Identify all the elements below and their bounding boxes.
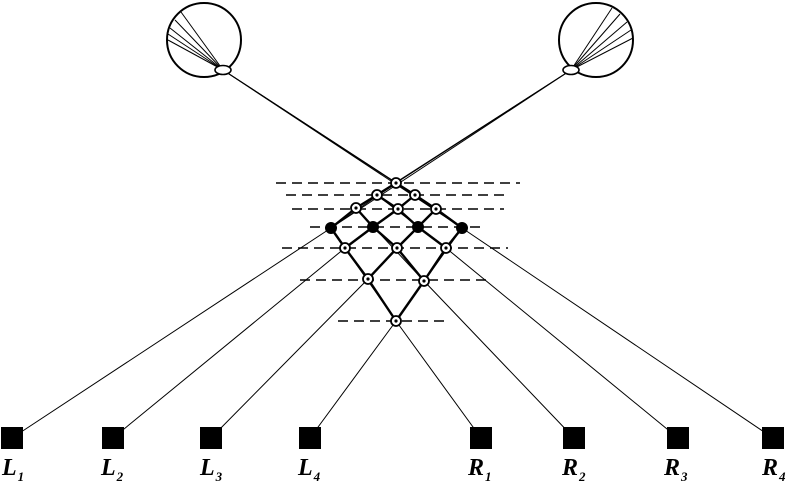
retina-ray xyxy=(167,33,224,71)
lens xyxy=(562,64,580,76)
label-R2: R2 xyxy=(562,455,586,484)
right-sight-line xyxy=(330,69,572,439)
false-match-node-core xyxy=(375,193,379,197)
target-square xyxy=(667,427,689,449)
false-match-node-core xyxy=(366,277,370,281)
false-match-node-core xyxy=(422,279,426,283)
target-markers xyxy=(1,427,784,449)
label-R1: R1 xyxy=(468,455,492,484)
false-match-node-core xyxy=(394,319,398,323)
retina-ray xyxy=(169,27,224,71)
false-match-node-core xyxy=(394,181,398,185)
target-square xyxy=(102,427,124,449)
target-square xyxy=(563,427,585,449)
false-match-node-core xyxy=(444,246,448,250)
left-sight-line xyxy=(222,69,463,439)
true-match-node xyxy=(456,222,468,234)
label-R3: R3 xyxy=(664,455,688,484)
target-square xyxy=(470,427,492,449)
lens xyxy=(214,64,232,76)
lattice-edge xyxy=(367,247,398,280)
retina-ray xyxy=(570,13,621,71)
retina-ray xyxy=(174,19,224,71)
true-match-node xyxy=(367,221,379,233)
lattice-edge xyxy=(367,278,397,322)
eyeball xyxy=(558,2,634,78)
retina-ray xyxy=(570,29,632,71)
false-match-node-core xyxy=(413,193,417,197)
retina-ray xyxy=(570,37,634,71)
lattice-edge xyxy=(396,247,425,282)
right-eye xyxy=(558,2,634,78)
right-sight-line xyxy=(355,69,575,439)
false-match-node-core xyxy=(434,207,438,211)
label-L1: L1 xyxy=(2,455,25,484)
label-L2: L2 xyxy=(101,455,124,484)
retina-ray xyxy=(167,39,224,71)
retina-ray xyxy=(570,21,628,71)
label-L3: L3 xyxy=(200,455,223,484)
lattice-edge xyxy=(344,247,369,280)
label-L4: L4 xyxy=(298,455,321,484)
retina-ray xyxy=(570,7,613,71)
false-match-node-core xyxy=(343,246,347,250)
eyes xyxy=(166,2,634,78)
target-square xyxy=(299,427,321,449)
left-sight-line xyxy=(112,69,416,439)
match-nodes xyxy=(325,177,468,327)
target-square xyxy=(762,427,784,449)
target-square xyxy=(1,427,23,449)
true-match-node xyxy=(325,222,337,234)
right-sight-line xyxy=(376,69,679,439)
lattice-edge xyxy=(423,247,447,282)
false-match-node-core xyxy=(354,206,358,210)
false-match-node-core xyxy=(396,207,400,211)
label-R4: R4 xyxy=(762,455,786,484)
false-match-node-core xyxy=(395,246,399,250)
left-eye xyxy=(166,2,242,78)
true-match-node xyxy=(412,221,424,233)
target-square xyxy=(200,427,222,449)
retina-ray xyxy=(180,11,224,71)
eyeball xyxy=(166,2,242,78)
lattice-edge xyxy=(395,280,425,322)
